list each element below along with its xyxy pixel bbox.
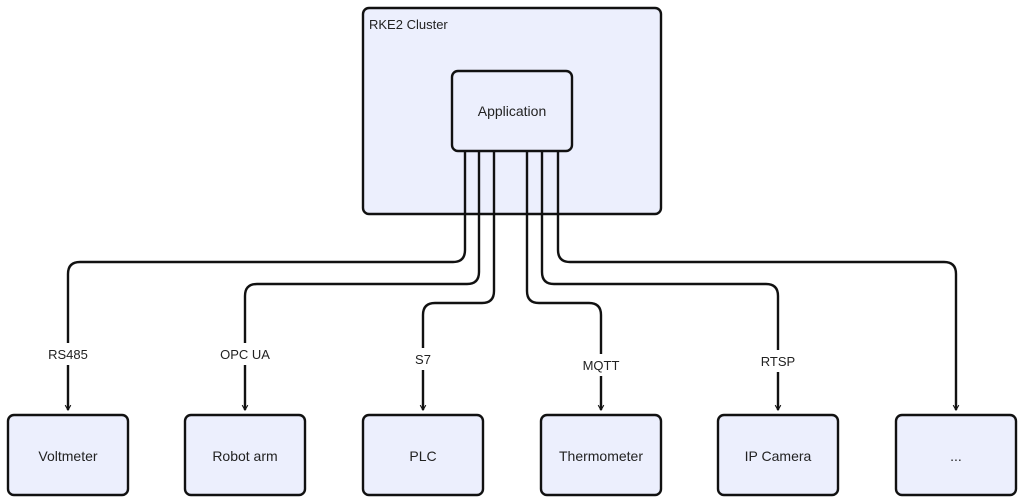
- plc-label: PLC: [409, 448, 436, 464]
- application-box: [450, 69, 574, 153]
- more-devices-box: [894, 413, 1018, 497]
- cluster-label: RKE2 Cluster: [369, 17, 448, 32]
- ip-camera-box: [716, 413, 840, 497]
- edge-label-opc-ua: OPC UA: [220, 347, 270, 362]
- edge-voltmeter: [64, 151, 467, 412]
- edge-label-s7: S7: [415, 352, 431, 367]
- edge-robot-arm: [241, 151, 481, 412]
- plc-box: [361, 413, 485, 497]
- thermometer-label: Thermometer: [559, 448, 643, 464]
- application-label: Application: [478, 103, 547, 119]
- voltmeter-box: [6, 413, 130, 497]
- more-devices-label: ...: [950, 448, 962, 464]
- thermometer-box: [539, 413, 663, 497]
- device-nodes: Voltmeter Robot arm PLC Thermometer IP C…: [6, 413, 1018, 497]
- edge-labels: RS485 OPC UA S7 MQTT RTSP: [40, 343, 801, 376]
- robot-arm-label: Robot arm: [212, 448, 277, 464]
- robot-arm-box: [183, 413, 307, 497]
- application-node: Application: [450, 69, 574, 153]
- edge-ip-camera: [540, 151, 782, 412]
- edge-label-rtsp: RTSP: [761, 354, 795, 369]
- edge-label-rs485: RS485: [48, 347, 88, 362]
- edge-thermometer: [525, 151, 605, 412]
- voltmeter-label: Voltmeter: [38, 448, 97, 464]
- edge-plc: [419, 151, 496, 412]
- edges: [64, 151, 960, 412]
- edge-label-mqtt: MQTT: [583, 358, 620, 373]
- edge-more: [556, 151, 960, 412]
- ip-camera-label: IP Camera: [745, 448, 812, 464]
